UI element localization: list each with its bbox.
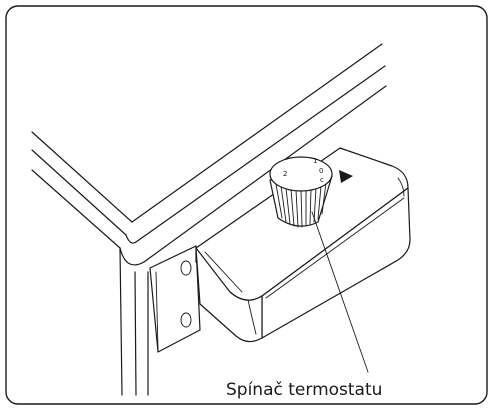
appliance-top-edges — [31, 43, 387, 266]
frame-border — [5, 5, 488, 405]
appliance-side-edges — [119, 247, 149, 396]
dial-mark-0: 0 — [319, 167, 323, 175]
dial-mark-1: 1 — [313, 157, 317, 165]
callout-label: Spínač termostatu — [226, 380, 383, 400]
hinge-plate — [149, 245, 201, 353]
thermostat-knob: 2 1 0 c — [269, 156, 333, 228]
triangle-indicator-icon — [339, 170, 353, 183]
dial-mark-c: c — [320, 176, 324, 184]
callout-leader-line — [311, 211, 369, 373]
dial-mark-2: 2 — [283, 170, 287, 178]
